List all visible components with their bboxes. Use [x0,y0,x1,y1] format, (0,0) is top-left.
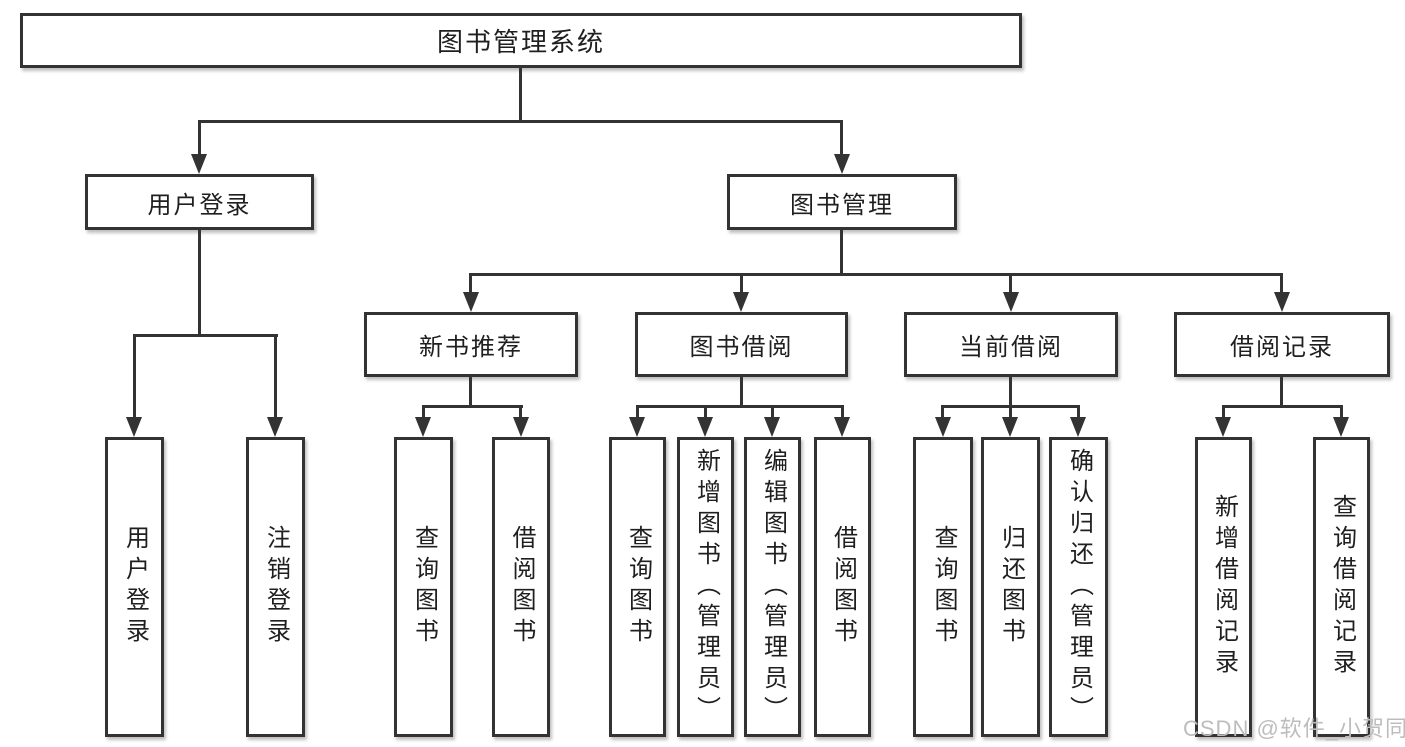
leaf-label: 查询图书 [624,525,652,649]
connector-line [469,377,472,407]
connector-line [1222,405,1225,418]
node-book-management: 图书管理 [727,174,957,230]
connector-line [422,405,523,408]
connector-arrow [834,154,850,174]
connector-arrow [463,292,479,312]
connector-line [704,405,707,418]
connector-line [771,405,774,418]
leaf-label: 借阅图书 [829,525,857,649]
connector-line [1280,377,1283,407]
connector-line [274,334,277,418]
connector-arrow [733,292,749,312]
connector-arrow [1070,417,1086,437]
connector-arrow [935,417,951,437]
leaf-add-books-admin: 新增图书（管理员） [677,437,734,737]
leaf-label: 新增借阅记录 [1210,494,1238,680]
connector-line [1222,405,1343,408]
leaf-label: 编辑图书（管理员） [759,447,787,727]
connector-arrow [267,417,283,437]
connector-arrow [191,154,207,174]
leaf-add-borrow-record: 新增借阅记录 [1195,437,1252,737]
connector-arrow [126,417,142,437]
node-borrowing-records: 借阅记录 [1174,312,1390,377]
node-library-management-system: 图书管理系统 [20,13,1022,68]
connector-line [941,405,944,418]
connector-line [740,377,743,407]
leaf-borrow-books-recommend: 借阅图书 [492,437,550,737]
leaf-confirm-return-admin: 确认归还（管理员） [1049,437,1108,737]
connector-line [198,120,843,123]
connector-line [198,230,201,336]
leaf-user-login: 用户登录 [105,437,164,737]
connector-line [1077,405,1080,418]
connector-line [133,334,278,337]
leaf-query-books-recommend: 查询图书 [394,437,453,737]
leaf-edit-books-admin: 编辑图书（管理员） [744,437,801,737]
leaf-label: 查询借阅记录 [1328,494,1356,680]
connector-line [1009,377,1012,407]
connector-line [1009,405,1012,418]
node-new-book-recommendation: 新书推荐 [364,312,578,377]
connector-arrow [697,417,713,437]
leaf-query-books-current: 查询图书 [913,437,973,737]
connector-line [469,273,472,295]
connector-line [133,334,136,418]
leaf-return-books: 归还图书 [981,437,1040,737]
connector-line [198,120,201,156]
leaf-logout: 注销登录 [246,437,305,737]
leaf-query-books-borrowing: 查询图书 [609,437,666,737]
connector-arrow [1333,417,1349,437]
leaf-label: 新增图书（管理员） [692,447,720,727]
connector-arrow [415,417,431,437]
connector-arrow [513,417,529,437]
leaf-query-borrow-record: 查询借阅记录 [1313,437,1370,737]
connector-line [840,120,843,156]
leaf-label: 归还图书 [997,525,1025,649]
connector-arrow [629,417,645,437]
leaf-label: 用户登录 [121,525,149,649]
connector-line [1009,273,1012,295]
connector-arrow [1215,417,1231,437]
connector-line [470,273,1283,276]
connector-arrow [834,417,850,437]
leaf-label: 注销登录 [262,525,290,649]
leaf-label: 查询图书 [930,525,957,649]
connector-line [519,405,522,418]
node-current-borrowing: 当前借阅 [904,312,1118,377]
connector-line [636,405,844,408]
connector-arrow [764,417,780,437]
connector-arrow [1003,292,1019,312]
leaf-borrow-books: 借阅图书 [814,437,871,737]
watermark: CSDN @软件_小贺同学 [1183,716,1405,741]
leaf-label: 查询图书 [410,525,438,649]
connector-line [840,230,843,275]
connector-arrow [1002,417,1018,437]
connector-arrow [1274,292,1290,312]
node-user-login: 用户登录 [85,174,314,230]
connector-line [422,405,425,418]
leaf-label: 借阅图书 [508,525,535,649]
connector-line [1340,405,1343,418]
connector-line [1280,273,1283,295]
connector-line [519,68,522,122]
connector-line [740,273,743,295]
connector-line [841,405,844,418]
leaf-label: 确认归还（管理员） [1065,447,1093,727]
node-book-borrowing: 图书借阅 [635,312,848,377]
connector-line [636,405,639,418]
